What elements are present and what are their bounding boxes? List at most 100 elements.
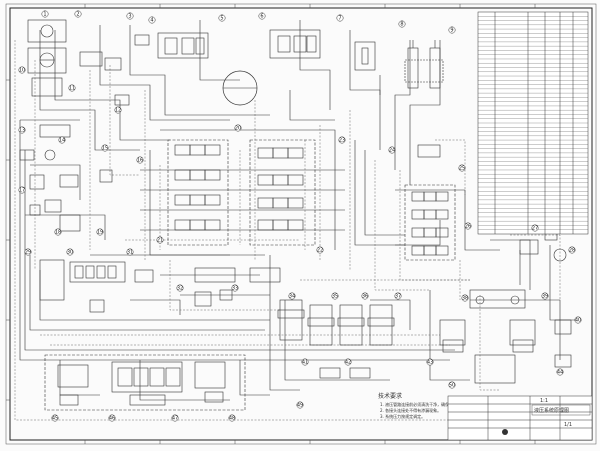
mid-left-blocks <box>39 259 233 313</box>
callout-number: 27 <box>532 226 538 232</box>
callout-number: 8 <box>400 22 403 28</box>
note-line-2: 2. 各接头连接处不得有渗漏现象。 <box>380 407 441 413</box>
callout-balloon <box>171 414 179 422</box>
callout-balloon <box>556 368 564 376</box>
callout-number: 50 <box>449 383 455 389</box>
callout-number: 37 <box>395 294 401 300</box>
callout-number: 24 <box>389 148 395 154</box>
callout-balloon <box>218 14 226 22</box>
callout-balloon <box>24 248 32 256</box>
callout-number: 41 <box>302 360 308 366</box>
lower-cylinders <box>277 299 395 379</box>
callout-balloon <box>18 186 26 194</box>
callout-number: 14 <box>59 138 65 144</box>
lower-manifold <box>44 354 246 411</box>
callout-number: 30 <box>67 250 73 256</box>
callout-balloon <box>126 248 134 256</box>
callout-number: 36 <box>362 294 368 300</box>
callout-number: 31 <box>127 250 133 256</box>
drawing-title: 液压系统原理图 <box>534 407 569 414</box>
callout-balloon <box>388 146 396 154</box>
callout-number: 13 <box>19 128 25 134</box>
callout-balloon <box>74 10 82 18</box>
callout-number: 5 <box>220 16 223 22</box>
callout-balloon <box>301 358 309 366</box>
callout-number: 25 <box>459 166 465 172</box>
callout-balloon <box>136 156 144 164</box>
callout-number: 32 <box>177 286 183 292</box>
callout-balloon <box>398 20 406 28</box>
callout-balloon <box>41 10 49 18</box>
callout-balloon <box>108 414 116 422</box>
callout-balloon <box>66 248 74 256</box>
callout-number: 19 <box>97 230 103 236</box>
callout-balloon <box>258 12 266 20</box>
callout-balloon <box>68 84 76 92</box>
callout-balloon <box>18 66 26 74</box>
callout-balloon <box>101 144 109 152</box>
callout-balloon <box>344 358 352 366</box>
callout-balloon <box>96 228 104 236</box>
drawing-border <box>9 7 593 441</box>
callout-number: 10 <box>19 68 25 74</box>
callout-balloon <box>176 284 184 292</box>
callout-balloon <box>288 292 296 300</box>
callout-number: 46 <box>109 416 115 422</box>
callout-number: 11 <box>69 86 75 92</box>
company-logo-icon <box>502 429 508 435</box>
callout-number: 29 <box>25 250 31 256</box>
callout-balloon <box>316 246 324 254</box>
scale-label: 1:1 <box>540 398 548 404</box>
notes-heading: 技术要求 <box>378 392 402 400</box>
callout-number: 38 <box>462 296 468 302</box>
pump-station <box>19 19 130 232</box>
callout-balloon <box>458 164 466 172</box>
callout-number: 47 <box>172 416 178 422</box>
callout-balloon <box>156 236 164 244</box>
callout-number: 48 <box>229 416 235 422</box>
callout-balloon <box>54 228 62 236</box>
callout-number: 28 <box>569 248 575 254</box>
note-line-1: 1. 液压管路连接前必须清洗干净，确保无杂质。 <box>380 401 465 407</box>
title-block <box>447 395 593 441</box>
callout-balloon <box>568 246 576 254</box>
callout-balloon <box>148 16 156 24</box>
callout-balloon <box>114 106 122 114</box>
callout-number: 33 <box>232 286 238 292</box>
callout-number: 2 <box>76 12 79 18</box>
callout-balloon <box>231 284 239 292</box>
callout-balloon <box>234 124 242 132</box>
note-line-3: 3. 系统压力按规定调定。 <box>380 413 425 419</box>
main-valve-bank <box>167 139 316 283</box>
callout-number: 45 <box>52 416 58 422</box>
callout-number: 7 <box>338 16 341 22</box>
callout-number: 1 <box>43 12 46 18</box>
callout-balloon <box>574 316 582 324</box>
sheet-number: 1/1 <box>564 422 572 428</box>
callout-number: 49 <box>297 403 303 409</box>
right-valve-group <box>404 144 567 262</box>
callout-number: 43 <box>427 360 433 366</box>
top-actuators <box>134 29 444 89</box>
callout-number: 21 <box>157 238 163 244</box>
callout-number: 35 <box>332 294 338 300</box>
callout-balloon <box>331 292 339 300</box>
callout-balloon <box>228 414 236 422</box>
callout-balloon <box>426 358 434 366</box>
callout-number: 16 <box>137 158 143 164</box>
callout-number: 23 <box>339 138 345 144</box>
callout-number: 26 <box>465 224 471 230</box>
callout-number: 15 <box>102 146 108 152</box>
callout-number: 4 <box>150 18 153 24</box>
callout-number: 20 <box>235 126 241 132</box>
callout-balloon <box>338 136 346 144</box>
pressure-lines <box>19 20 575 401</box>
lower-right-complex <box>439 289 572 384</box>
callout-balloon <box>18 126 26 134</box>
callout-balloon <box>361 292 369 300</box>
callout-number: 9 <box>450 28 453 34</box>
callout-balloon <box>541 292 549 300</box>
callout-balloon <box>464 222 472 230</box>
callout-number: 22 <box>317 248 323 254</box>
